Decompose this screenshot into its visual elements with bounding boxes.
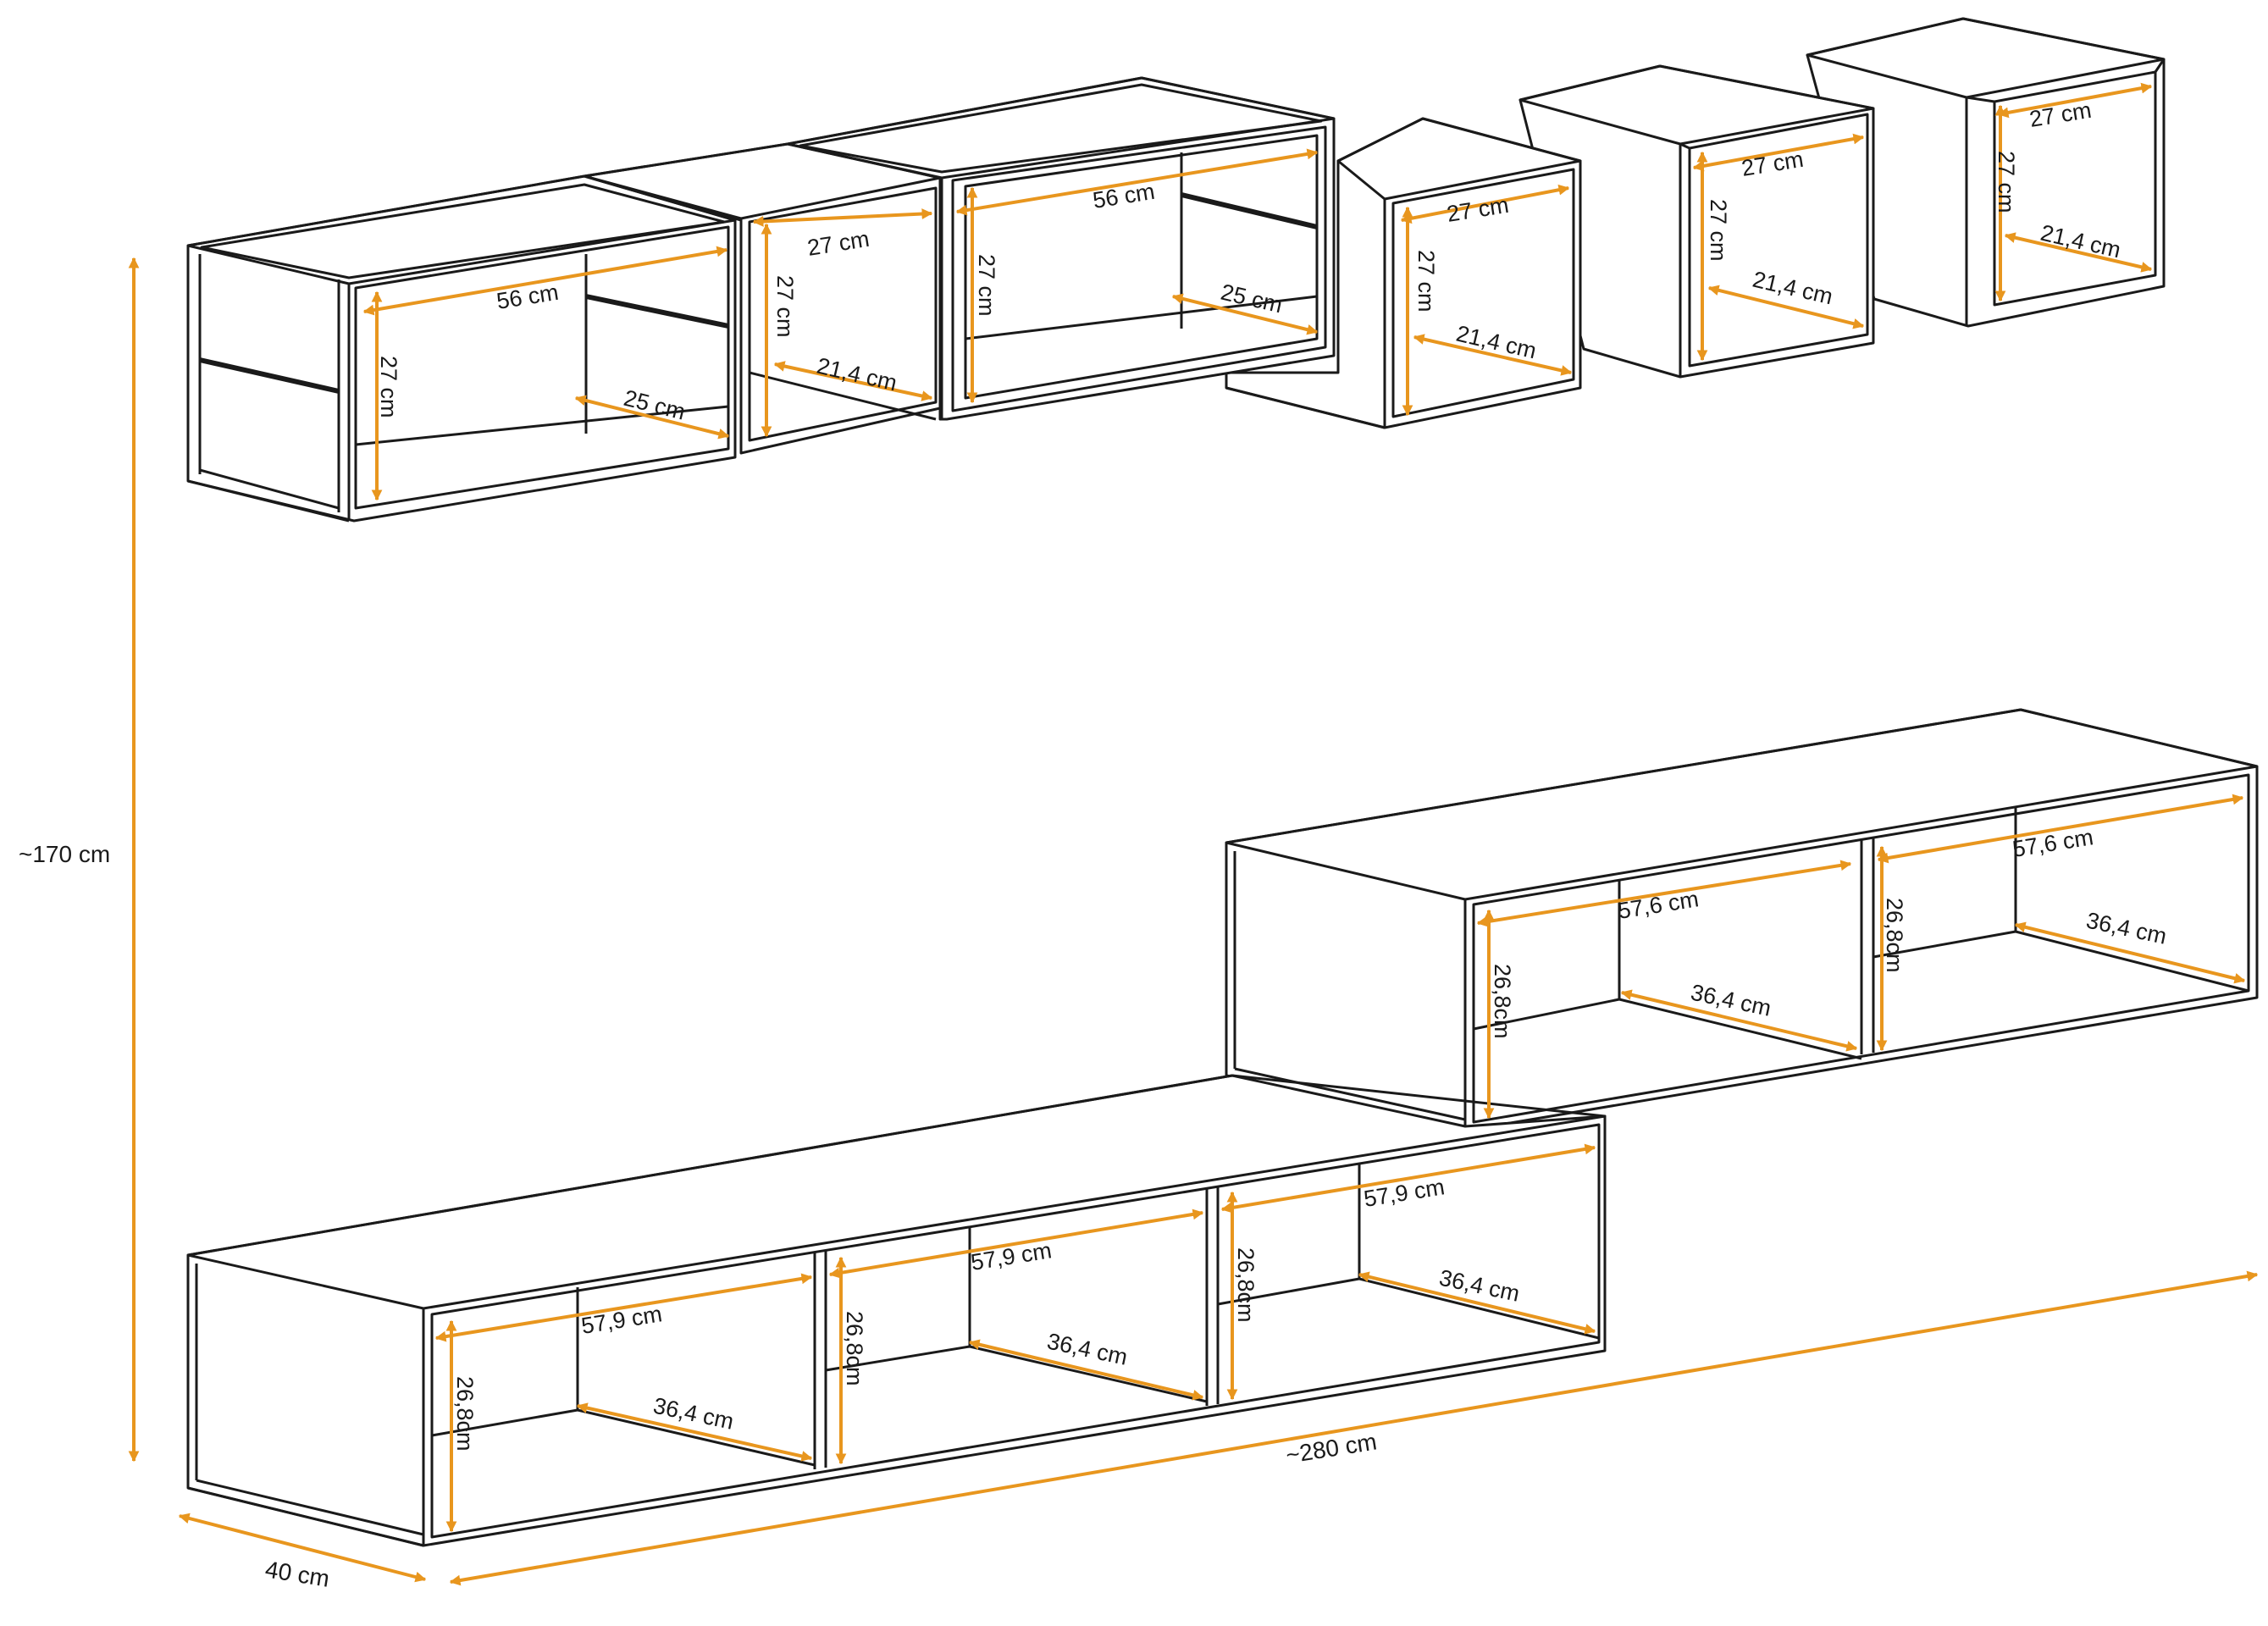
long-shelf-left-width-arrow bbox=[362, 246, 728, 316]
tv-upper-1-height-label: 26,8cm bbox=[1490, 964, 1515, 1039]
cube-4-width-arrow bbox=[1997, 82, 2153, 119]
tv-lower-1-depth-arrow bbox=[576, 1402, 813, 1462]
tv-upper-2-height-label: 26,8cm bbox=[1882, 898, 1907, 973]
cube-1-height-label: 27 cm bbox=[772, 275, 798, 338]
overall-depth-label: 40 cm bbox=[263, 1556, 331, 1592]
tv-lower-1-width-arrow bbox=[434, 1273, 813, 1342]
tv-upper-2-width-arrow bbox=[1877, 794, 2244, 864]
overall-width-arrow bbox=[449, 1270, 2259, 1586]
tv-upper-2-depth-arrow bbox=[2014, 921, 2246, 984]
long-shelf-left-outline bbox=[186, 174, 737, 523]
tv-lower-2-depth-arrow bbox=[968, 1339, 1204, 1401]
overall-height-label: ~170 cm bbox=[19, 841, 110, 867]
cube-2-height-label: 27 cm bbox=[1413, 250, 1439, 312]
cube-2-width-arrow bbox=[1400, 184, 1570, 224]
cube-3-depth-arrow bbox=[1707, 285, 1865, 329]
cube-4-depth-arrow bbox=[2004, 232, 2153, 273]
tv-lower-3-height-label: 26,8cm bbox=[1233, 1247, 1258, 1323]
cube-3-width-arrow bbox=[1692, 133, 1865, 172]
long-shelf-right-height-label: 27 cm bbox=[974, 254, 999, 317]
tv-upper-1-depth-arrow bbox=[1620, 989, 1858, 1052]
dimension-lines bbox=[128, 82, 2259, 1586]
tv-lower-2-width-arrow bbox=[828, 1208, 1204, 1279]
tv-lower-3-width-arrow bbox=[1220, 1143, 1596, 1214]
long-shelf-left-depth-arrow bbox=[574, 395, 730, 440]
long-shelf-left-height-label: 27 cm bbox=[376, 356, 401, 418]
cube-3-height-label: 27 cm bbox=[1706, 199, 1731, 262]
cube-1-depth-arrow bbox=[773, 361, 933, 401]
tv-lower-2-height-label: 26,8cm bbox=[842, 1311, 867, 1386]
overall-depth-arrow bbox=[178, 1513, 427, 1583]
cube-2-depth-arrow bbox=[1413, 334, 1573, 376]
tv-lower-3-depth-arrow bbox=[1358, 1271, 1596, 1335]
overall-width-label: ~280 cm bbox=[1284, 1428, 1379, 1468]
tv-upper-1-width-arrow bbox=[1476, 860, 1852, 927]
outlines bbox=[186, 17, 2259, 1547]
long-shelf-right-width-arrow bbox=[955, 148, 1319, 216]
cube-1-width-arrow bbox=[752, 208, 933, 227]
long-shelf-right-depth-arrow bbox=[1171, 293, 1319, 335]
tv-lower-1-height-label: 26,8cm bbox=[452, 1376, 478, 1452]
tv-unit-lower-outline bbox=[186, 1074, 1607, 1547]
cube-4-height-label: 27 cm bbox=[1994, 151, 2019, 213]
